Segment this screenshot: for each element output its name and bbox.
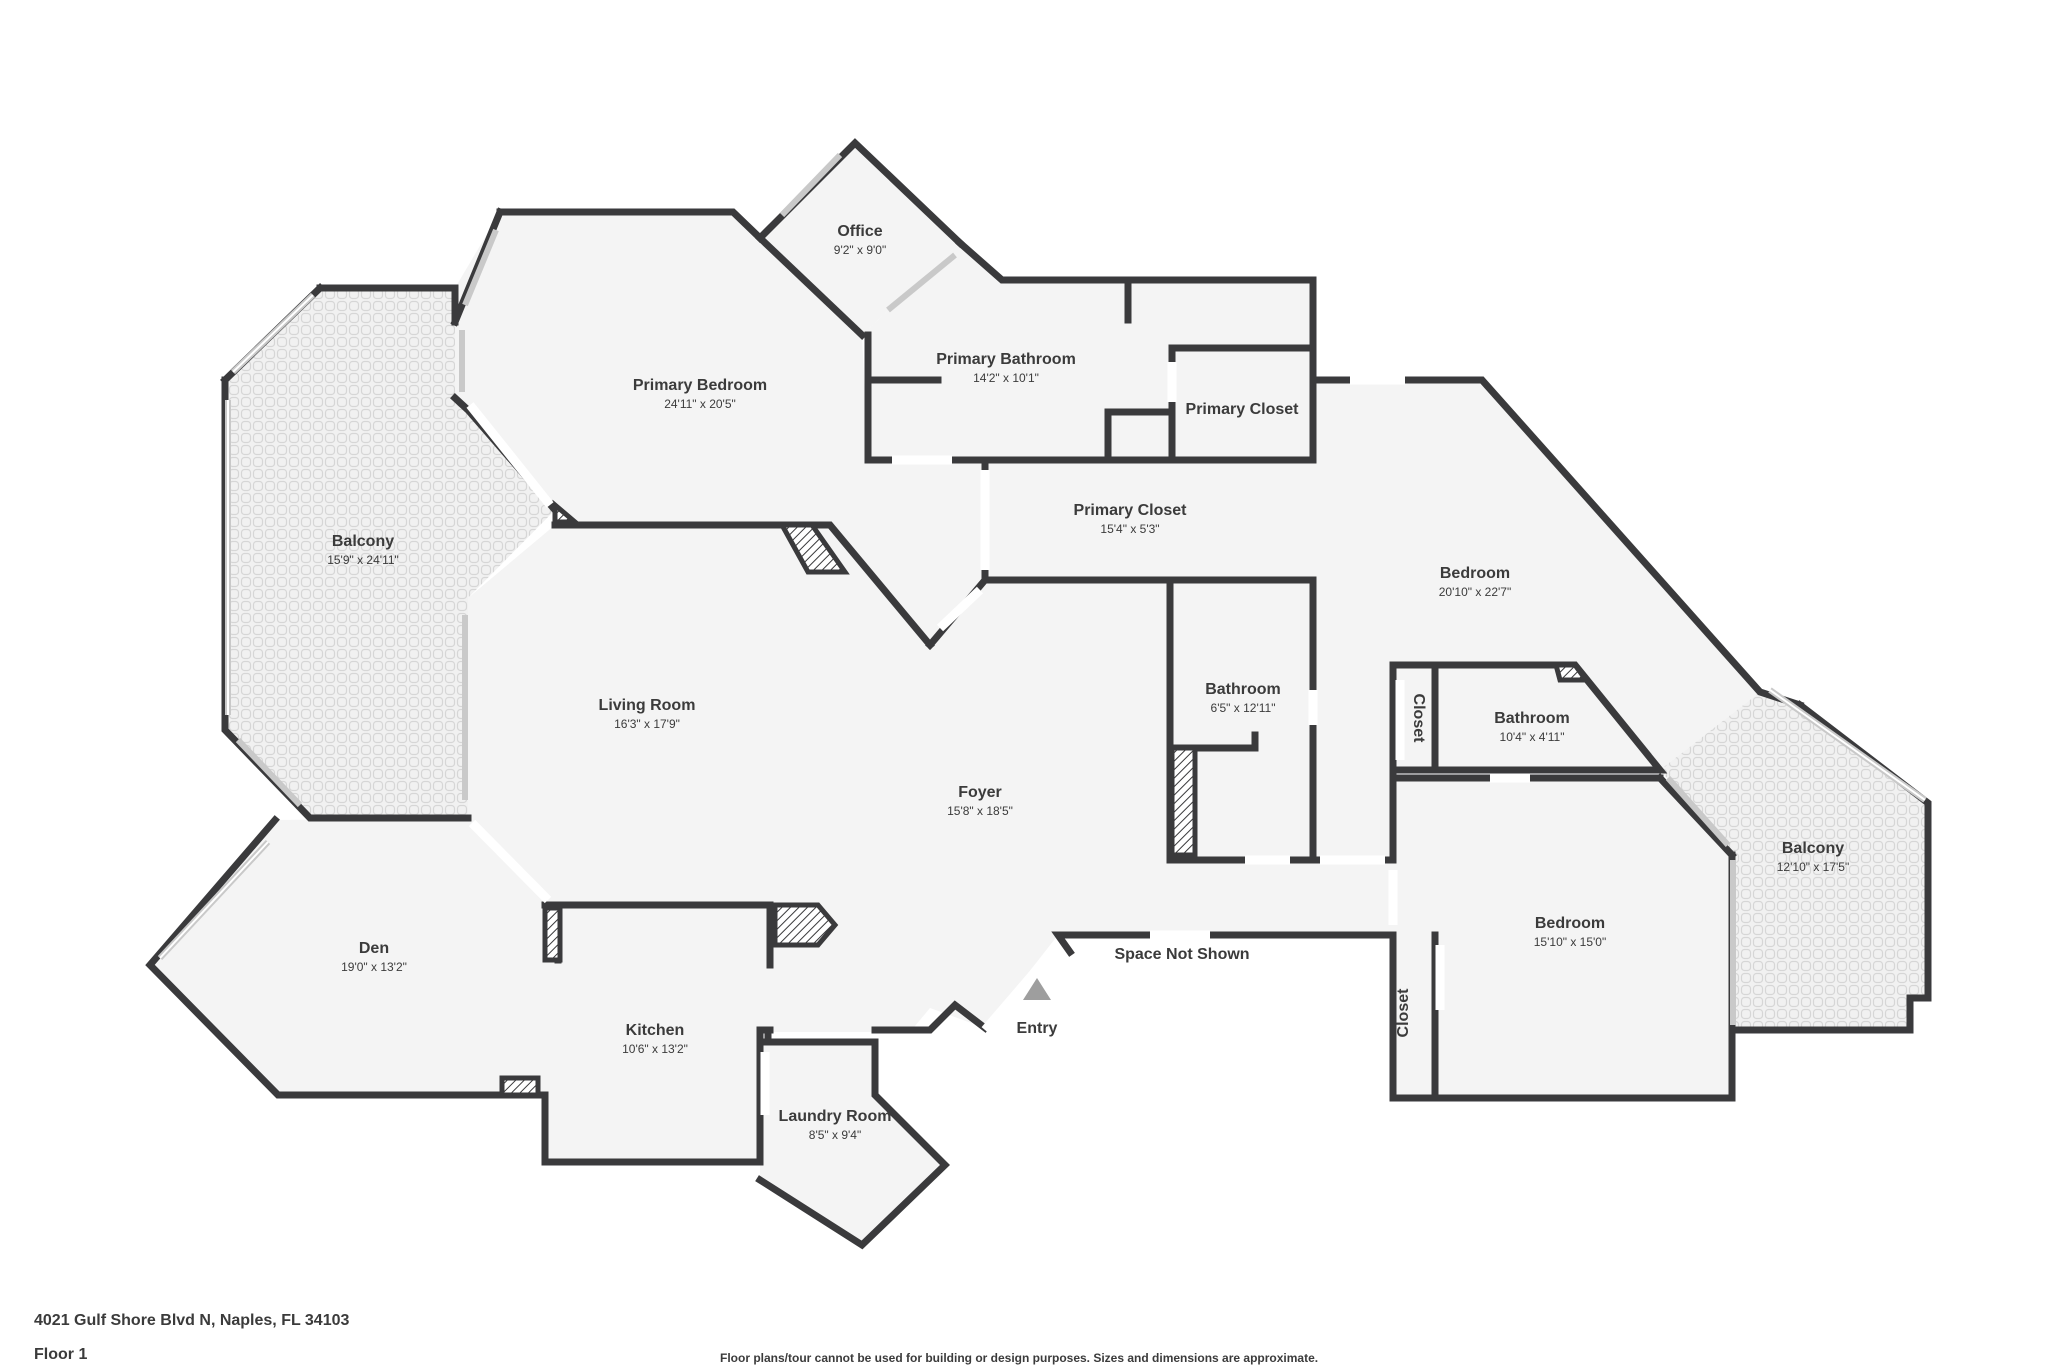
laundry-room-name: Laundry Room [779, 1108, 892, 1125]
column-6 [1552, 662, 1591, 683]
living-room-name: Living Room [599, 697, 696, 714]
laundry-room-dim: 8'5" x 9'4" [809, 1128, 861, 1142]
primary-closet-a-name: Primary Closet [1186, 401, 1300, 418]
column-2 [1169, 745, 1198, 858]
primary-bedroom-name: Primary Bedroom [633, 377, 767, 394]
bedroom-a-dim: 20'10" x 22'7" [1439, 585, 1512, 599]
balcony-east-floor [1660, 692, 1928, 1030]
bedroom-a-floor [1313, 380, 1760, 860]
primary-bath-floor [862, 243, 1313, 460]
bathroom-b-name: Bathroom [1494, 710, 1570, 727]
balcony-east-name: Balcony [1782, 840, 1844, 857]
primary-bathroom-dim: 14'2" x 10'1" [973, 371, 1039, 385]
floor-fills [150, 143, 1928, 1245]
office-dim: 9'2" x 9'0" [834, 243, 886, 257]
closet-strip-floor [985, 460, 1313, 580]
bathroom-b-dim: 10'4" x 4'11" [1500, 730, 1565, 744]
primary-bathroom-name: Primary Bathroom [936, 351, 1076, 368]
primary-closet-b-name: Primary Closet [1074, 502, 1188, 519]
column-5 [499, 1075, 541, 1098]
room-labels: Office 9'2" x 9'0" Primary Bedroom 24'11… [327, 223, 1849, 1142]
bathroom-a-dim: 6'5" x 12'11" [1211, 701, 1276, 715]
foyer-name: Foyer [958, 784, 1002, 801]
living-room-dim: 16'3" x 17'9" [614, 717, 680, 731]
column-4 [772, 902, 839, 948]
balcony-west-dim: 15'9" x 24'11" [327, 553, 399, 567]
bedroom-b-name: Bedroom [1535, 915, 1605, 932]
disclaimer: Floor plans/tour cannot be used for buil… [720, 1351, 1319, 1365]
structural-columns [499, 499, 1591, 1098]
bedroom-b-floor [1393, 778, 1732, 1098]
primary-bedroom-floor [455, 212, 985, 645]
office-name: Office [837, 223, 882, 240]
column-7 [552, 499, 582, 525]
balcony-east-dim: 12'10" x 17'5" [1777, 860, 1850, 874]
closet-b-name: Closet [1395, 988, 1412, 1038]
door-openings [466, 362, 1530, 1115]
windows [157, 152, 1927, 1025]
space-not-shown-label: Space Not Shown [1114, 946, 1249, 963]
den-name: Den [359, 940, 389, 957]
entry-label: Entry [1017, 1020, 1058, 1037]
entry-arrow-icon [1023, 978, 1051, 1000]
column-1 [777, 522, 850, 575]
kitchen-name: Kitchen [626, 1022, 685, 1039]
bathroom-a-floor [1170, 580, 1313, 860]
primary-bedroom-dim: 24'11" x 20'5" [664, 397, 736, 411]
bedroom-a-name: Bedroom [1440, 565, 1510, 582]
laundry-floor [760, 1042, 945, 1245]
closet-a-name: Closet [1410, 694, 1427, 744]
bedroom-b-dim: 15'10" x 15'0" [1534, 935, 1607, 949]
foyer-dim: 15'8" x 18'5" [947, 804, 1013, 818]
den-dim: 19'0" x 13'2" [341, 960, 407, 974]
column-3 [542, 905, 563, 963]
bathroom-a-name: Bathroom [1205, 681, 1281, 698]
floor-label: Floor 1 [34, 1346, 88, 1363]
living-foyer-floor [150, 525, 1393, 1162]
primary-closet-b-dim: 15'4" x 5'3" [1100, 522, 1159, 536]
address: 4021 Gulf Shore Blvd N, Naples, FL 34103 [34, 1312, 350, 1329]
kitchen-dim: 10'6" x 13'2" [622, 1042, 688, 1056]
balcony-west-name: Balcony [332, 533, 394, 550]
